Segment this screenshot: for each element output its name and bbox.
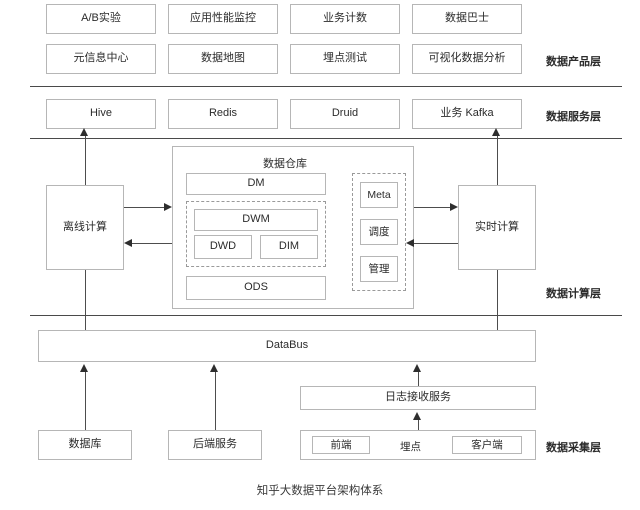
connector-log-service-to-databus — [418, 370, 419, 386]
diagram-caption: 知乎大数据平台架构体系 — [256, 485, 384, 497]
arrowhead-realtime-to-warehouse — [406, 239, 414, 247]
product-box-ab-test[interactable]: A/B实验 — [46, 4, 156, 34]
layer-label-product: 数据产品层 — [546, 56, 601, 68]
connector-warehouse-to-offline — [132, 243, 172, 244]
product-box-tracking-test[interactable]: 埋点测试 — [290, 44, 400, 74]
arrowhead-log-service-to-databus — [413, 364, 421, 372]
connector-databus-to-offline — [85, 270, 86, 331]
connector-offline-to-service — [85, 134, 86, 185]
product-box-apm[interactable]: 应用性能监控 — [168, 4, 278, 34]
divider-service-compute — [30, 138, 622, 139]
arrowhead-warehouse-to-offline — [124, 239, 132, 247]
product-box-data-map[interactable]: 数据地图 — [168, 44, 278, 74]
service-box-redis[interactable]: Redis — [168, 99, 278, 129]
governance-box-management[interactable]: 管理 — [360, 256, 398, 282]
arrowhead-backend-to-databus — [210, 364, 218, 372]
layer-label-compute: 数据计算层 — [546, 288, 601, 300]
service-box-business-kafka[interactable]: 业务 Kafka — [412, 99, 522, 129]
collect-box-backend-service[interactable]: 后端服务 — [168, 430, 262, 460]
collect-box-client[interactable]: 客户端 — [452, 436, 522, 454]
connector-databus-to-realtime — [497, 270, 498, 331]
connector-offline-to-warehouse — [124, 207, 164, 208]
databus-box[interactable]: DataBus — [38, 330, 536, 362]
layer-label-service: 数据服务层 — [546, 111, 601, 123]
arrowhead-offline-to-warehouse — [164, 203, 172, 211]
governance-box-schedule[interactable]: 调度 — [360, 219, 398, 245]
arrowhead-tracking-to-log-service — [413, 412, 421, 420]
governance-box-meta[interactable]: Meta — [360, 182, 398, 208]
product-box-meta-info-center[interactable]: 元信息中心 — [46, 44, 156, 74]
data-warehouse-title: 数据仓库 — [263, 158, 307, 170]
layer-label-collect: 数据采集层 — [546, 442, 601, 454]
compute-box-offline[interactable]: 离线计算 — [46, 185, 124, 270]
collect-box-frontend[interactable]: 前端 — [312, 436, 370, 454]
service-box-druid[interactable]: Druid — [290, 99, 400, 129]
connector-tracking-to-log-service — [418, 418, 419, 432]
governance-group — [352, 173, 406, 291]
connector-realtime-to-service — [497, 134, 498, 185]
product-box-visual-analysis[interactable]: 可视化数据分析 — [412, 44, 522, 74]
divider-product-service — [30, 86, 622, 87]
connector-backend-to-databus — [215, 370, 216, 430]
warehouse-box-ods[interactable]: ODS — [186, 276, 326, 300]
product-box-data-bus[interactable]: 数据巴士 — [412, 4, 522, 34]
compute-box-realtime[interactable]: 实时计算 — [458, 185, 536, 270]
arrowhead-warehouse-to-realtime — [450, 203, 458, 211]
product-box-business-count[interactable]: 业务计数 — [290, 4, 400, 34]
warehouse-box-dwm[interactable]: DWM — [194, 209, 318, 231]
warehouse-box-dwd[interactable]: DWD — [194, 235, 252, 259]
arrowhead-offline-to-service — [80, 128, 88, 136]
service-box-hive[interactable]: Hive — [46, 99, 156, 129]
warehouse-box-dim[interactable]: DIM — [260, 235, 318, 259]
arrowhead-realtime-to-service — [492, 128, 500, 136]
warehouse-dw-group — [186, 201, 326, 267]
collect-tracking-label: 埋点 — [400, 441, 421, 453]
collect-box-log-service[interactable]: 日志接收服务 — [300, 386, 536, 410]
connector-realtime-to-warehouse — [414, 243, 458, 244]
connector-database-to-databus — [85, 370, 86, 430]
warehouse-box-dm[interactable]: DM — [186, 173, 326, 195]
collect-box-database[interactable]: 数据库 — [38, 430, 132, 460]
connector-warehouse-to-realtime — [414, 207, 450, 208]
arrowhead-database-to-databus — [80, 364, 88, 372]
divider-compute-collect — [30, 315, 622, 316]
